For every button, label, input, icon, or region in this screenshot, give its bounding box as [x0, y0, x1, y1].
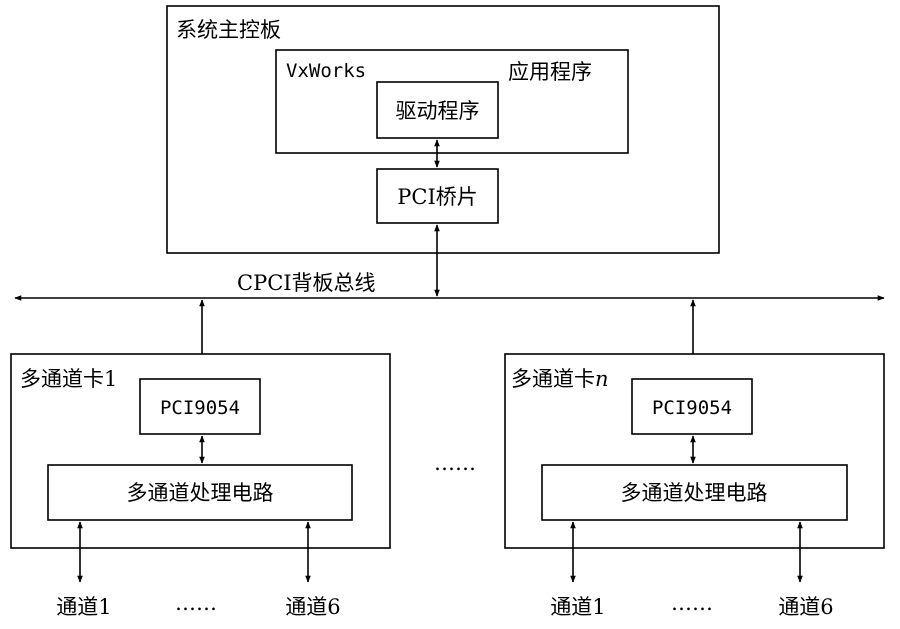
card1-pci9054-label: PCI9054	[160, 397, 240, 419]
card1-channel-ellipsis: ……	[175, 591, 217, 615]
vxworks-label: VxWorks	[286, 60, 366, 82]
main-control-board: 系统主控板 VxWorks 应用程序 驱动程序 PCI桥片	[166, 5, 720, 254]
card1-channel6-label: 通道6	[285, 595, 340, 619]
cardn-pci9054-label: PCI9054	[652, 397, 732, 419]
bus-label: CPCI背板总线	[237, 271, 376, 295]
card1-title-prefix: 多通道卡	[20, 367, 104, 391]
multichannel-card-n: 多通道卡n PCI9054 多通道处理电路 通道1 …… 通道6	[504, 299, 885, 619]
driver-label: 驱动程序	[396, 99, 480, 123]
main-board-title: 系统主控板	[176, 18, 281, 42]
card1-pci9054-box	[139, 378, 261, 435]
cardn-title-prefix: 多通道卡	[511, 367, 595, 391]
card1-circuit-label: 多通道处理电路	[127, 481, 274, 505]
cardn-channel6-label: 通道6	[778, 595, 833, 619]
pci-bridge-box	[376, 168, 499, 224]
cardn-pci9054-box	[631, 378, 753, 435]
cardn-title: 多通道卡n	[511, 367, 609, 391]
cardn-channel-ellipsis: ……	[671, 591, 713, 615]
multichannel-card-1: 多通道卡1 PCI9054 多通道处理电路 通道1 …… 通道6	[10, 299, 391, 619]
cardn-channel1-label: 通道1	[550, 595, 605, 619]
between-cards-ellipsis: ……	[434, 451, 476, 475]
application-label: 应用程序	[508, 60, 592, 84]
driver-box	[376, 81, 499, 139]
card1-title-index: 1	[104, 367, 117, 391]
cardn-title-index: n	[595, 367, 609, 391]
card1-channel1-label: 通道1	[56, 595, 111, 619]
card1-title: 多通道卡1	[20, 367, 117, 391]
cpci-backplane-bus: CPCI背板总线	[14, 271, 885, 301]
cardn-circuit-label: 多通道处理电路	[621, 481, 768, 505]
cardn-circuit-box	[541, 464, 848, 521]
card1-circuit-box	[47, 464, 353, 521]
pci-bridge-label: PCI桥片	[397, 185, 478, 209]
